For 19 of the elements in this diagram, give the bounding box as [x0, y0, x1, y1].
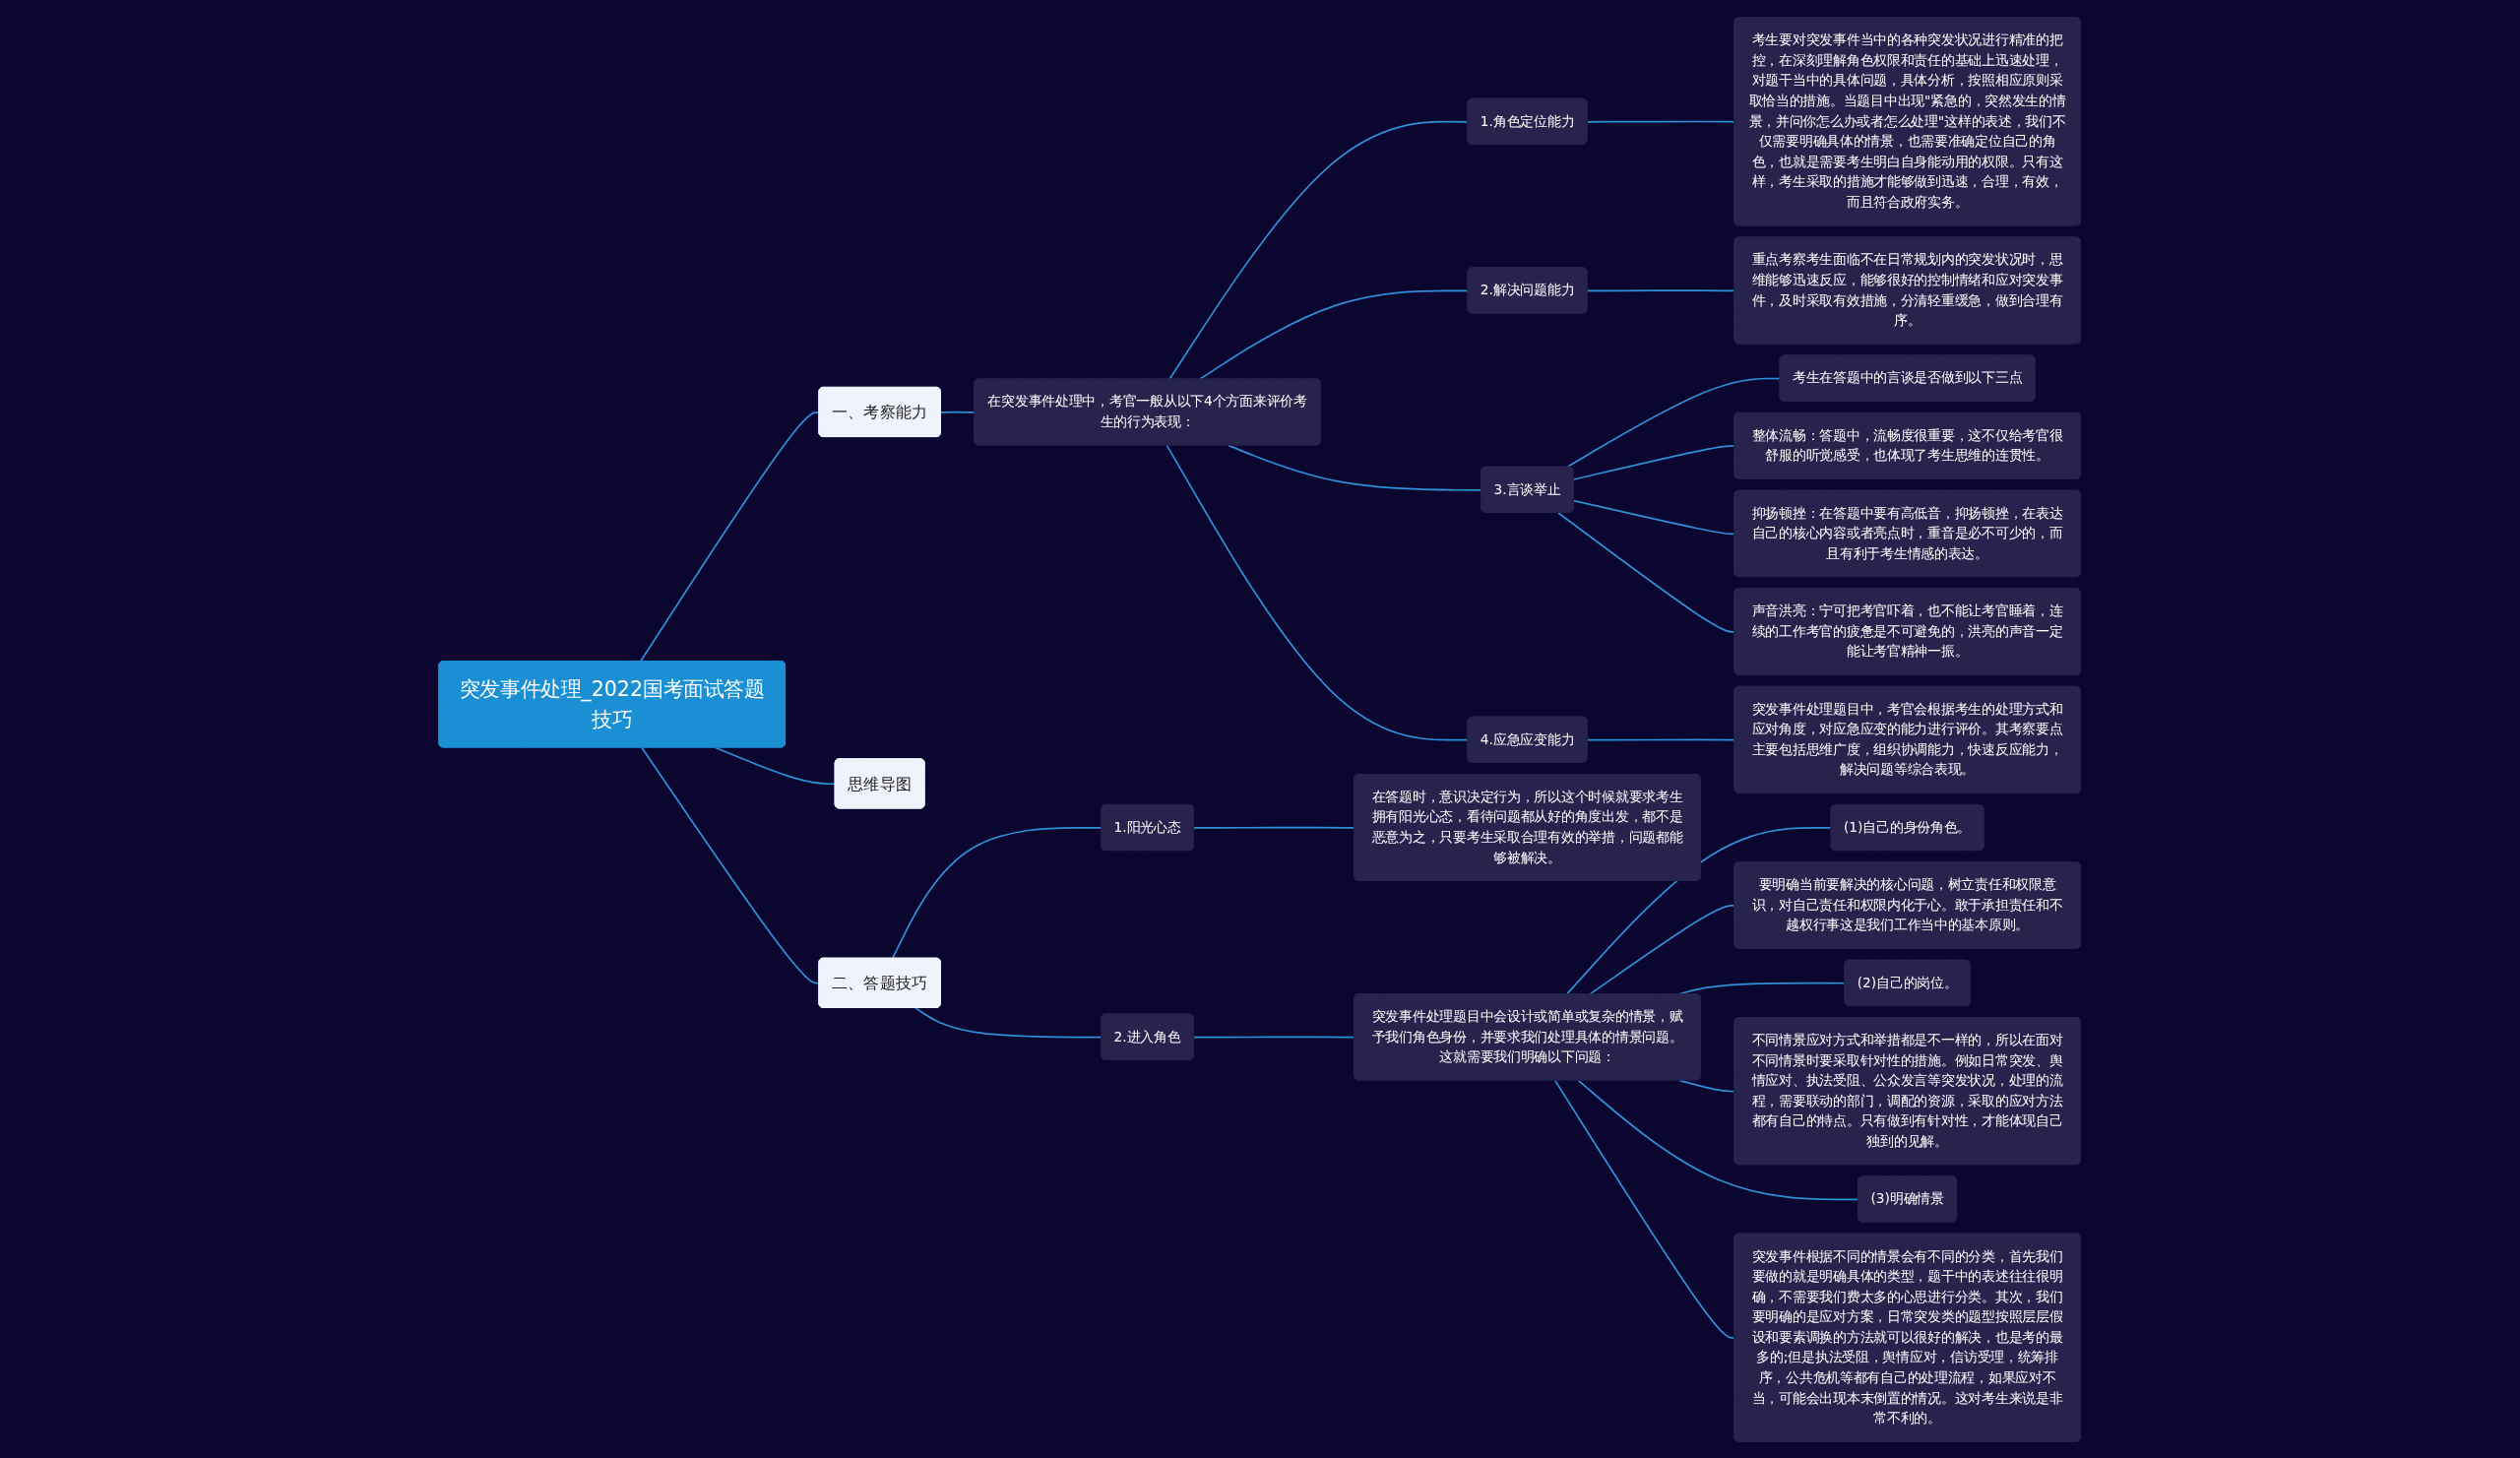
connector — [1193, 1036, 1356, 1038]
connector — [1554, 1079, 1736, 1339]
connector — [640, 411, 821, 663]
connector — [1228, 443, 1483, 491]
connector — [1573, 499, 1736, 535]
connector — [914, 1006, 1103, 1038]
connector — [1198, 288, 1470, 380]
connector — [715, 746, 837, 785]
connector — [1168, 120, 1470, 380]
connector — [1166, 443, 1470, 741]
connector — [641, 746, 821, 984]
connector — [1573, 444, 1736, 480]
connector — [1193, 826, 1356, 829]
connector — [1557, 511, 1736, 633]
connector — [1587, 288, 1736, 291]
connector — [1587, 738, 1736, 741]
connector — [1587, 120, 1736, 123]
connector — [1678, 1079, 1736, 1092]
connector — [940, 411, 976, 413]
